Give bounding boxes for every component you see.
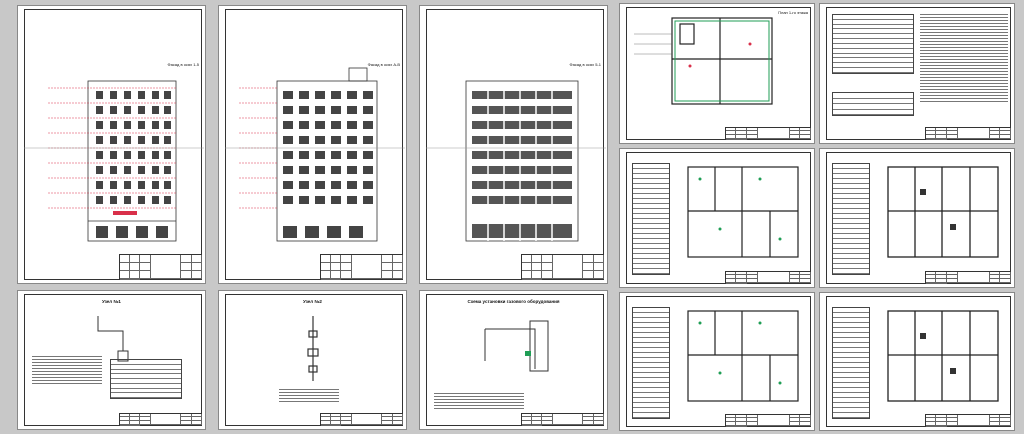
title-block xyxy=(724,270,811,284)
facade-drawing xyxy=(225,67,405,242)
sheet-scheme[interactable]: Схема установки газового оборудования xyxy=(419,290,608,430)
sheet-plan-typ-1[interactable] xyxy=(619,148,815,288)
sheet-heading: Схема установки газового оборудования xyxy=(467,299,560,304)
sheet-plan-typ-2[interactable] xyxy=(819,148,1015,288)
sheet-title: Фасад в осях А-В xyxy=(367,62,400,67)
title-block xyxy=(924,413,1011,427)
sheet-unit-1[interactable]: Узел №1 xyxy=(17,290,206,430)
floor-plan xyxy=(687,310,799,402)
floor-plan xyxy=(887,310,999,402)
general-notes xyxy=(920,14,1008,104)
notes xyxy=(32,356,102,386)
sheet-title: План 1-го этажа xyxy=(778,10,808,15)
legend xyxy=(279,389,339,404)
title-block xyxy=(118,254,202,280)
sheet-frame xyxy=(626,296,811,427)
sheet-title: Фасад в осях 1-5 xyxy=(167,62,199,67)
sheet-spec-general[interactable] xyxy=(819,3,1015,144)
title-block xyxy=(520,254,604,280)
sheet-frame xyxy=(225,294,403,426)
title-block xyxy=(724,126,811,140)
facade-drawing xyxy=(24,80,204,242)
room-schedule-table xyxy=(632,163,670,275)
sheet-plan-gas-1[interactable]: План 1-го этажа xyxy=(619,3,815,144)
room-schedule-table xyxy=(832,307,870,419)
title-block xyxy=(924,126,1011,140)
notes xyxy=(434,393,524,411)
title-block xyxy=(319,254,403,280)
drawings-list-table xyxy=(832,14,914,74)
sheet-frame xyxy=(826,7,1011,140)
title-block xyxy=(118,412,202,426)
sheet-plan-typ-4[interactable] xyxy=(819,292,1015,431)
materials-table xyxy=(110,359,182,399)
sheet-frame xyxy=(24,9,202,280)
facade-drawing xyxy=(426,80,606,242)
sheet-frame xyxy=(24,294,202,426)
title-block xyxy=(319,412,403,426)
sheet-facade-3[interactable]: Фасад в осях 5-1 xyxy=(419,5,608,284)
sheet-plan-typ-3[interactable] xyxy=(619,292,815,431)
sheet-facade-2[interactable]: Фасад в осях А-В xyxy=(218,5,407,284)
sheet-frame xyxy=(626,7,811,140)
sheet-heading: Узел №1 xyxy=(102,299,121,304)
sheet-frame xyxy=(426,9,604,280)
floor-plan xyxy=(634,17,773,105)
sheet-frame xyxy=(426,294,604,426)
title-block xyxy=(724,413,811,427)
detail-drawing xyxy=(307,316,319,381)
floor-plan xyxy=(687,166,799,258)
sheet-frame xyxy=(225,9,403,280)
detail-drawing xyxy=(484,320,549,372)
sheet-frame xyxy=(826,152,1011,284)
sheet-frame xyxy=(626,152,811,284)
title-block xyxy=(924,270,1011,284)
title-block xyxy=(520,412,604,426)
sheet-unit-2[interactable]: Узел №2 xyxy=(218,290,407,430)
sheet-frame xyxy=(826,296,1011,427)
room-schedule-table xyxy=(832,163,870,275)
reference-docs-table xyxy=(832,92,914,116)
floor-plan xyxy=(887,166,999,258)
room-schedule-table xyxy=(632,307,670,419)
sheet-facade-1[interactable]: Фасад в осях 1-5 xyxy=(17,5,206,284)
sheet-heading: Узел №2 xyxy=(303,299,322,304)
detail-drawing xyxy=(97,316,129,362)
sheet-title: Фасад в осях 5-1 xyxy=(569,62,601,67)
